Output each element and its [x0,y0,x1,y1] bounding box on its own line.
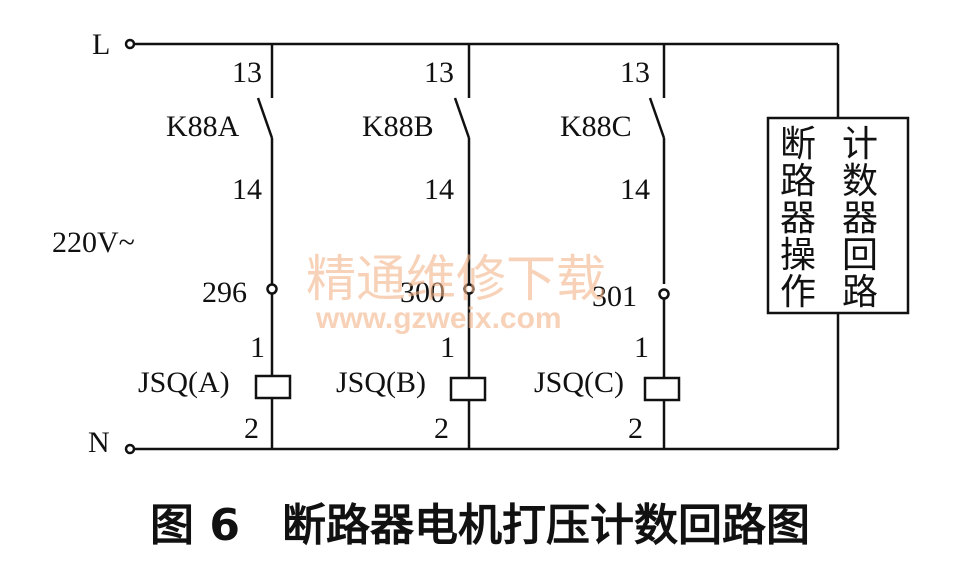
branch-b: 13 K88B 14 300 1 JSQ(B) 2 [336,44,487,449]
contact-name: K88C [560,110,632,143]
box-frame [766,116,910,315]
coil-in-label: 1 [250,331,265,364]
coil-in-label: 1 [440,331,455,364]
terminal-l [124,38,136,50]
branch-a: 13 K88A 14 296 1 JSQ(A) 2 [138,44,292,449]
counter-circuit-box: 断 路 器 操 作 计 数 器 回 路 [766,116,910,315]
coil-out-label: 2 [244,412,259,445]
contact-in-label: 13 [232,56,262,89]
coil-name: JSQ(B) [336,366,426,399]
coil-name: JSQ(A) [138,366,230,399]
node-label: 296 [202,276,247,309]
node-label: 300 [400,276,445,309]
contact-in-label: 13 [620,56,650,89]
coil-name: JSQ(C) [534,366,624,399]
contact-blade [256,97,274,139]
contact-out-label: 14 [232,173,262,206]
contact-name: K88A [166,110,240,143]
coil [449,376,487,402]
node-terminal [463,283,475,295]
box-char: 路 [842,272,878,313]
node-terminal [266,283,278,295]
contact-blade [648,97,666,139]
box-char: 路 [780,161,816,202]
coil-out-label: 2 [434,412,449,445]
figure-title: 断路器电机打压计数回路图 [282,500,810,551]
node-label: 301 [592,280,637,313]
contact-out-label: 14 [620,173,650,206]
voltage-label: 220V~ [52,226,135,259]
watermark-cn: 精通维修下载 [306,250,606,308]
live-label: L [92,28,110,61]
coil [643,376,681,402]
box-char: 器 [780,198,816,239]
coil-out-label: 2 [628,412,643,445]
box-char: 操 [780,235,816,276]
figure-number: 图 6 [150,500,240,551]
box-char: 器 [842,198,878,239]
watermark-url: www.gzweix.com [315,302,562,335]
contact-name: K88B [362,110,434,143]
neutral-label: N [88,426,110,459]
terminal-n [124,443,136,455]
box-char: 作 [780,272,816,313]
node-terminal [658,288,670,300]
box-char: 断 [780,124,816,165]
contact-in-label: 13 [424,56,454,89]
coil-in-label: 1 [634,331,649,364]
box-char: 回 [842,235,878,276]
box-char: 数 [842,161,878,202]
box-char: 计 [842,124,878,165]
contact-blade [453,97,471,139]
coil [254,374,292,400]
contact-out-label: 14 [424,173,454,206]
branch-c: 13 K88C 14 301 1 JSQ(C) 2 [534,44,681,449]
